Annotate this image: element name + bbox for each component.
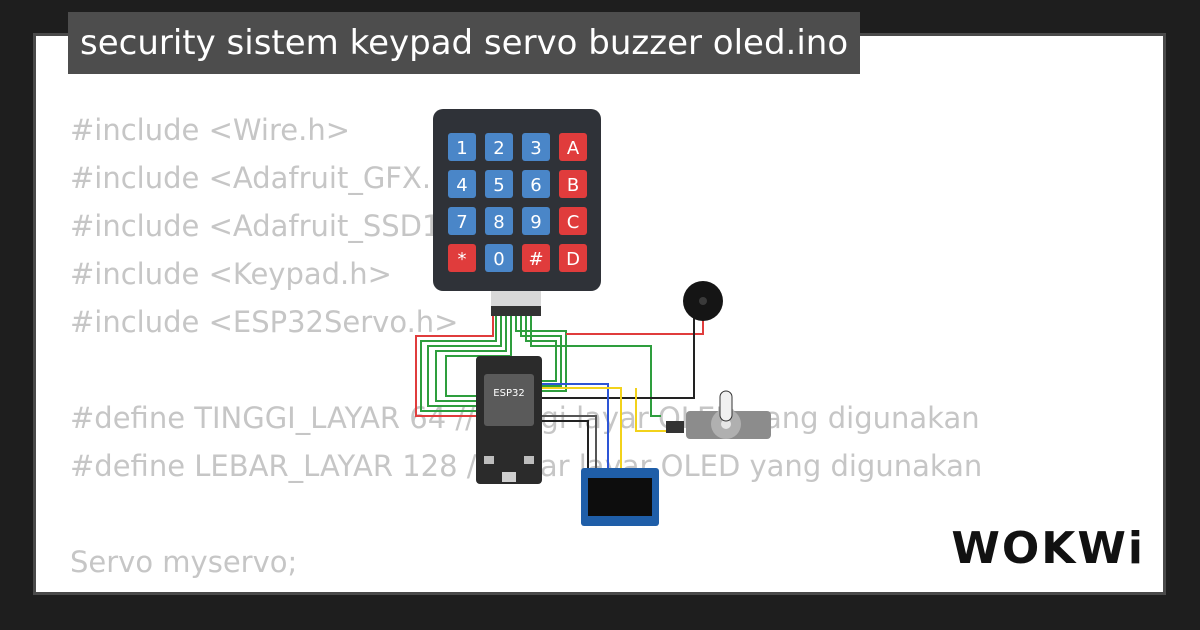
keypad-key-label: C [567,212,580,233]
wire-green-4 [445,306,512,397]
keypad-key-label: 0 [493,249,504,270]
buzzer[interactable] [683,281,723,321]
keypad-key[interactable] [448,244,476,272]
code-line: #include <ESP32Servo.h> [70,305,459,339]
buzzer-hole [699,297,707,305]
keypad-key-label: 4 [456,175,467,196]
keypad-key[interactable] [522,244,550,272]
code-line: #include <Keypad.h> [70,257,392,291]
project-title: security sistem keypad servo buzzer oled… [68,12,861,74]
keypad-key[interactable] [559,133,587,161]
project-card: #include <Wire.h> #include <Adafruit_GFX.… [33,33,1166,595]
keypad-key-label: 9 [530,212,541,233]
wire-red-buzzer [566,316,704,335]
servo-motor[interactable] [666,390,771,439]
esp32-button-left [484,456,494,464]
keypad-key[interactable] [522,207,550,235]
keypad-key-label: 5 [493,175,504,196]
wire-green-8 [530,306,661,417]
wire-green-7 [525,306,557,382]
wire-blue-oled [541,383,609,468]
keypad-key[interactable] [485,133,513,161]
keypad-connector [491,306,541,316]
wire-yellow-servo [635,388,666,432]
keypad-key-label: B [567,175,579,196]
circuit-diagram: 1 2 3 A 4 5 6 B 7 8 9 C * 0 # D ESP32 [415,109,771,526]
servo-shaft [721,419,731,429]
esp32-module [484,374,534,426]
keypad-key[interactable] [485,244,513,272]
keypad-key-label: 3 [530,138,541,159]
keypad-key-label: 2 [493,138,504,159]
keypad-key-label: # [528,249,543,270]
wire-black-oled [541,420,589,468]
keypad-key-label: 7 [456,212,467,233]
keypad-key[interactable] [485,207,513,235]
keypad-key[interactable] [522,170,550,198]
code-line: #include <Adafruit_GFX.h> [70,161,474,195]
wire-gray-oled [541,415,597,468]
keypad-key-label: D [566,249,580,270]
wire-red [415,306,494,417]
wire-black-buzzer [541,316,695,399]
servo-arm [719,390,733,422]
keypad-key[interactable] [522,133,550,161]
keypad-key[interactable] [448,133,476,161]
wire-green-3 [435,306,507,402]
esp32-button-right [524,456,534,464]
keypad-key[interactable] [559,207,587,235]
keypad-keys: 1 2 3 A 4 5 6 B 7 8 9 C * 0 # D [448,133,587,272]
keypad-key[interactable] [559,244,587,272]
wire-yellow-oled [541,387,622,468]
wire-green-6 [520,306,562,387]
keypad-key-label: 6 [530,175,541,196]
keypad-key[interactable] [448,170,476,198]
keypad-key-label: * [458,249,467,270]
wokwi-logo: WOKWi [951,523,1145,574]
keypad-4x4[interactable]: 1 2 3 A 4 5 6 B 7 8 9 C * 0 # D [433,109,601,316]
code-line: Servo myservo; [70,545,298,579]
wires [415,306,704,468]
wire-green-5 [515,306,567,392]
oled-display[interactable] [581,468,659,526]
esp32-label: ESP32 [493,388,524,399]
code-line: #include <Wire.h> [70,113,351,147]
wire-green-2 [427,306,502,407]
wire-green-1 [420,306,497,412]
keypad-key[interactable] [485,170,513,198]
keypad-key-label: 1 [456,138,467,159]
keypad-key-label: A [567,138,580,159]
esp32-usb [502,472,516,482]
keypad-key[interactable] [448,207,476,235]
servo-connector [666,421,684,433]
keypad-key-label: 8 [493,212,504,233]
keypad-key[interactable] [559,170,587,198]
esp32-board[interactable]: ESP32 [476,356,542,484]
oled-screen [588,478,652,516]
